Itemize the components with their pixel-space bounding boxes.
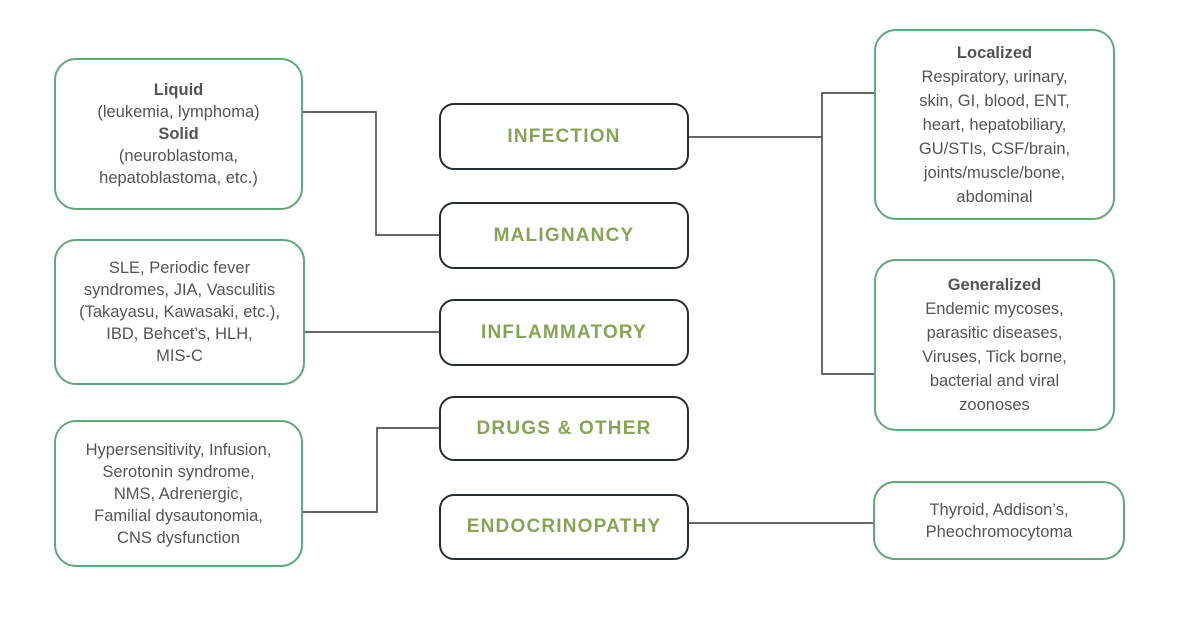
text-line: GU/STIs, CSF/brain,: [918, 139, 1071, 158]
text-line: Generalized: [947, 276, 1042, 294]
text-line: zoonoses: [959, 396, 1030, 414]
text-line: heart, hepatobiliary,: [922, 115, 1067, 134]
text-line: SLE, Periodic fever: [108, 259, 251, 277]
infection-category-label: INFECTION: [507, 125, 621, 147]
connector-malignancy-details: [303, 111, 439, 236]
connector-infection-branch: [689, 92, 874, 375]
text-line: hepatoblastoma, etc.): [99, 169, 258, 187]
inflammatory-category-label: INFLAMMATORY: [480, 321, 648, 343]
text-line: skin, GI, blood, ENT,: [919, 91, 1070, 110]
text-line: (leukemia, lymphoma): [97, 103, 260, 121]
text-line: NMS, Adrenergic,: [113, 484, 244, 503]
connector-drugs-other-details: [303, 427, 439, 513]
drugs-other-details-box: Hypersensitivity, Infusion, Serotonin syn…: [54, 420, 303, 567]
endocrinopathy-category-label: ENDOCRINOPATHY: [466, 516, 662, 537]
text-line: Liquid: [153, 81, 204, 99]
text-line: Serotonin syndrome,: [102, 462, 255, 481]
endocrinopathy-details-box: Thyroid, Addison’s, Pheochromocytoma: [873, 481, 1125, 560]
infection-category-box: INFECTION: [439, 103, 689, 170]
text-line: syndromes, JIA, Vasculitis: [83, 281, 276, 299]
text-line: Viruses, Tick borne,: [922, 348, 1067, 366]
text-line: Endemic mycoses,: [925, 300, 1064, 318]
text-line: Respiratory, urinary,: [921, 67, 1068, 86]
text-line: IBD, Behcet’s, HLH,: [106, 325, 253, 343]
text-line: Solid: [158, 125, 199, 143]
inflammatory-details-box: SLE, Periodic fever syndromes, JIA, Vascu…: [54, 239, 305, 385]
drugs-other-category-label: DRUGS & OTHER: [476, 417, 652, 439]
text-line: Hypersensitivity, Infusion,: [85, 440, 272, 459]
text-line: CNS dysfunction: [117, 528, 240, 547]
text-line: MIS-C: [156, 347, 203, 365]
text-line: joints/muscle/bone,: [923, 163, 1066, 182]
text-line: Familial dysautonomia,: [94, 506, 263, 525]
malignancy-category-label: MALIGNANCY: [493, 224, 635, 246]
text-line: bacterial and viral: [929, 372, 1060, 390]
malignancy-category-box: MALIGNANCY: [439, 202, 689, 269]
malignancy-details-box: Liquid (leukemia, lymphoma) Solid (neurobla…: [54, 58, 303, 210]
text-line: Pheochromocytoma: [925, 522, 1073, 541]
text-line: Thyroid, Addison’s,: [929, 500, 1069, 519]
drugs-other-category-box: DRUGS & OTHER: [439, 396, 689, 461]
text-line: parasitic diseases,: [926, 324, 1063, 342]
text-line: abdominal: [956, 187, 1033, 206]
text-line: Localized: [956, 43, 1033, 62]
endocrinopathy-category-box: ENDOCRINOPATHY: [439, 494, 689, 560]
inflammatory-category-box: INFLAMMATORY: [439, 299, 689, 366]
text-line: (neuroblastoma,: [118, 147, 239, 165]
text-line: (Takayasu, Kawasaki, etc.),: [79, 303, 280, 321]
